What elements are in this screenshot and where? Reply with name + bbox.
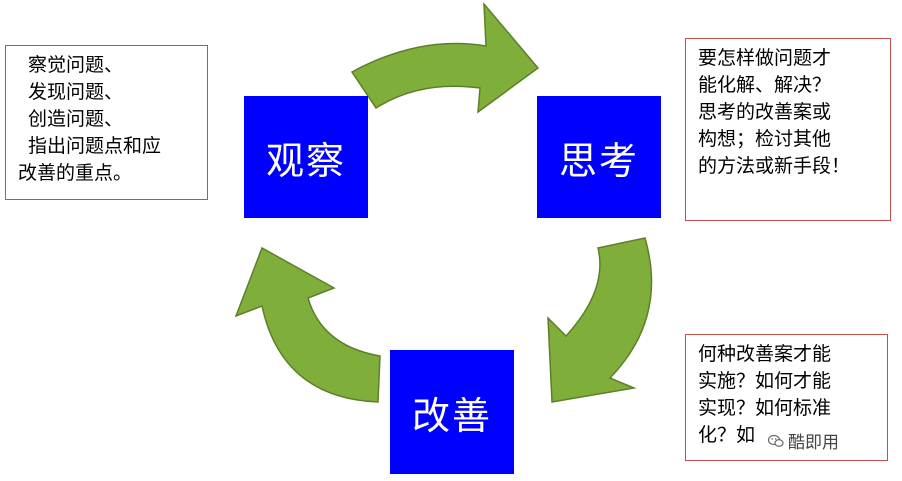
- node-improve: 改善: [390, 350, 514, 474]
- note-line: 发现问题、: [28, 81, 124, 103]
- note-line: 实现？如何标准: [698, 397, 832, 419]
- arrow-think-to-improve: [547, 237, 653, 403]
- note-think: 要怎样做问题才 能化解、解决？ 思考的改善案或 构想；检讨其他 的方法或新手段！: [685, 38, 891, 221]
- note-line: 指出问题点和应: [28, 135, 162, 157]
- wechat-icon: [768, 434, 784, 447]
- note-line: 要怎样做问题才: [698, 47, 832, 69]
- note-line: 构想；检讨其他: [698, 128, 832, 150]
- note-line: 能化解、解决？: [698, 74, 832, 96]
- node-observe: 观察: [244, 96, 368, 218]
- note-line: 何种改善案才能: [698, 343, 832, 365]
- note-line: 的方法或新手段！: [698, 155, 851, 177]
- note-line: 改善的重点。: [18, 162, 133, 184]
- node-think: 思考: [537, 96, 661, 218]
- note-improve: 何种改善案才能 实施？如何才能 实现？如何标准 化？如: [685, 334, 888, 461]
- note-observe: 察觉问题、 发现问题、 创造问题、 指出问题点和应 改善的重点。: [5, 45, 208, 200]
- note-line: 察觉问题、: [28, 54, 124, 76]
- note-line: 创造问题、: [28, 108, 124, 130]
- watermark: 酷即用: [768, 428, 839, 453]
- arrow-improve-to-observe: [234, 246, 381, 403]
- note-line: 实施？如何才能: [698, 370, 832, 392]
- arrow-observe-to-think: [350, 1, 540, 114]
- watermark-text: 酷即用: [788, 433, 839, 453]
- note-line: 化？如: [698, 424, 756, 446]
- note-line: 思考的改善案或: [698, 101, 832, 123]
